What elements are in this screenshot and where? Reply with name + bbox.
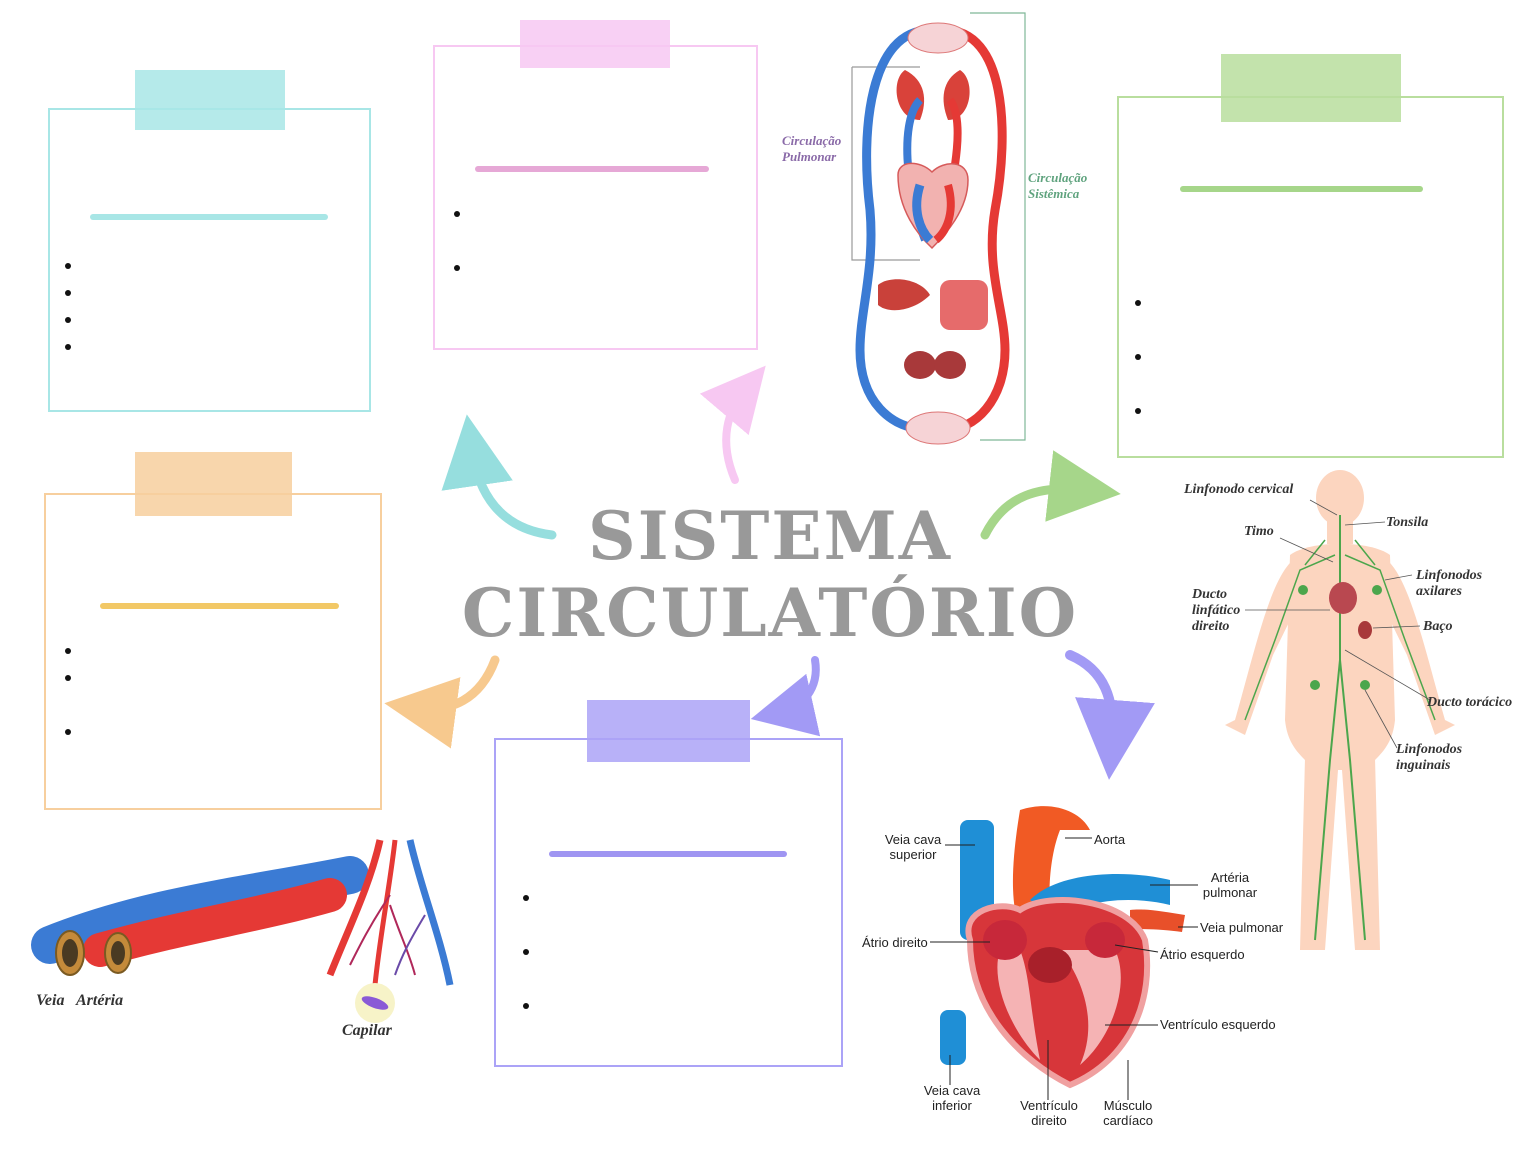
label-right-atrium: Átrio direito — [862, 935, 928, 950]
title-line-2: CIRCULATÓRIO — [461, 574, 1079, 652]
bullet — [65, 648, 71, 654]
lymphatic-system-diagram — [1225, 470, 1455, 950]
label-tonsil: Tonsila — [1386, 515, 1429, 530]
label-thoracic-duct: Ducto torácico — [1427, 695, 1513, 710]
underline-purple — [549, 851, 787, 857]
bullet — [65, 263, 71, 269]
bullet — [65, 344, 71, 350]
underline-orange — [100, 603, 339, 609]
underline-green — [1180, 186, 1423, 192]
bullet — [523, 895, 529, 901]
circulation-diagram — [851, 12, 1026, 445]
label-axillary-nodes: Linfonodos axilares — [1416, 568, 1483, 599]
heart-diagram — [930, 806, 1198, 1100]
bullet — [1135, 300, 1141, 306]
blood-vessels-diagram — [31, 839, 454, 1023]
bullet — [523, 949, 529, 955]
tape-green — [1221, 54, 1401, 122]
bullet — [523, 1003, 529, 1009]
label-cervical-node: Linfonodo cervical — [1184, 482, 1294, 497]
label-inguinal-nodes: Linfonodos inguinais — [1396, 742, 1463, 773]
underline-teal — [90, 214, 328, 220]
label-thymus: Timo — [1244, 524, 1274, 539]
label-inferior-vena-cava: Veia cava inferior — [923, 1083, 981, 1113]
label-vein: Veia — [36, 992, 65, 1009]
bullet — [454, 265, 460, 271]
title-line-1: SISTEMA — [588, 497, 952, 575]
label-pulmonary-artery: Artéria pulmonar — [1202, 870, 1258, 900]
tape-teal — [135, 70, 285, 130]
underline-pink — [475, 166, 709, 172]
bullet — [65, 675, 71, 681]
label-systemic-circulation: Circulação Sistêmica — [1028, 170, 1088, 201]
label-artery: Artéria — [76, 992, 124, 1009]
label-spleen: Baço — [1423, 619, 1453, 634]
bullet — [65, 317, 71, 323]
label-superior-vena-cava: Veia cava superior — [884, 832, 942, 862]
label-left-ventricle: Ventrículo esquerdo — [1160, 1017, 1276, 1032]
bullet — [65, 290, 71, 296]
label-pulmonary-vein: Veia pulmonar — [1200, 920, 1284, 935]
tape-purple — [587, 700, 750, 762]
tape-orange — [135, 452, 292, 516]
bullet — [1135, 354, 1141, 360]
label-pulmonary-circulation: Circulação Pulmonar — [782, 133, 842, 164]
label-left-atrium: Átrio esquerdo — [1160, 947, 1245, 962]
bullet — [1135, 408, 1141, 414]
label-right-lymph-duct: Ducto linfático direito — [1192, 587, 1241, 634]
bullet — [65, 729, 71, 735]
label-cardiac-muscle: Músculo cardíaco — [1103, 1098, 1153, 1128]
label-right-ventricle: Ventrículo direito — [1020, 1098, 1078, 1128]
label-aorta: Aorta — [1094, 832, 1126, 847]
bullet — [454, 211, 460, 217]
label-capillary: Capilar — [342, 1022, 392, 1039]
tape-pink — [520, 20, 670, 68]
